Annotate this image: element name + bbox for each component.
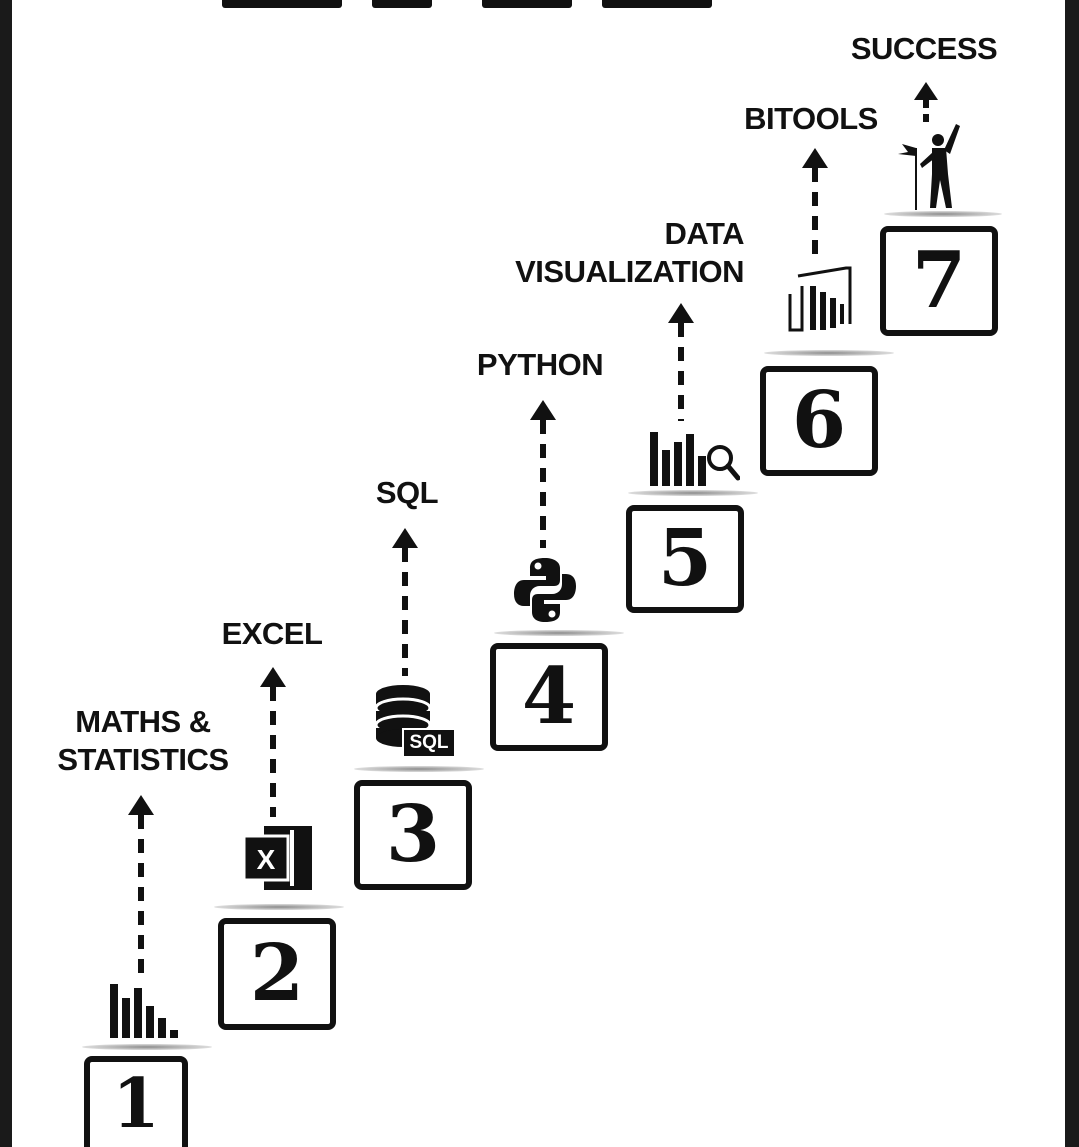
step-7-label: SUCCESS	[844, 30, 1004, 68]
step-7-shadow	[884, 211, 1002, 217]
step-2-box: 2	[218, 918, 336, 1030]
step-4-dashed-line	[540, 420, 546, 548]
step-3-box: 3	[354, 780, 472, 890]
step-4-label: PYTHON	[470, 346, 610, 384]
step-2-label-line-1: EXCEL	[221, 616, 323, 651]
step-4-arrow-icon	[530, 400, 556, 420]
python-icon	[514, 558, 576, 622]
step-4-box: 4	[490, 643, 608, 751]
excel-icon: X	[244, 826, 312, 890]
step-2-label: EXCEL	[212, 615, 332, 653]
database-sql-badge: SQL	[402, 728, 456, 758]
step-6-dashed-line	[812, 168, 818, 260]
step-5-label: DATA VISUALIZATION	[482, 215, 744, 291]
step-3-label-line-1: SQL	[375, 475, 439, 510]
step-4-number: 4	[521, 651, 577, 742]
climber-flag-icon	[898, 124, 960, 210]
step-5-number: 5	[657, 513, 713, 604]
staircase-diagram: MATHS & STATISTICS 1 EXCEL X 2 SQL	[12, 0, 1065, 1147]
step-2-number: 2	[249, 928, 305, 1019]
step-6-number: 6	[791, 375, 847, 466]
step-5-dashed-line	[678, 323, 684, 421]
chart-search-icon	[650, 432, 740, 486]
step-1-dashed-line	[138, 815, 144, 975]
step-6-box: 6	[760, 366, 878, 476]
step-5-shadow	[628, 490, 758, 496]
step-3-arrow-icon	[392, 528, 418, 548]
step-1-label-line-1: MATHS &	[75, 704, 211, 739]
step-6-label: BITOOLS	[738, 100, 884, 138]
step-5-label-line-1: DATA	[664, 216, 745, 251]
cropped-title-fragment	[222, 0, 722, 8]
step-1-arrow-icon	[128, 795, 154, 815]
database-sql-icon: SQL	[374, 684, 456, 758]
step-3-shadow	[354, 766, 484, 772]
step-1-label-line-2: STATISTICS	[57, 741, 229, 777]
svg-text:X: X	[257, 844, 276, 875]
step-5-arrow-icon	[668, 303, 694, 323]
step-1-box: 1	[84, 1056, 188, 1147]
step-2-dashed-line	[270, 687, 276, 817]
step-5-box: 5	[626, 505, 744, 613]
step-4-label-line-1: PYTHON	[476, 347, 604, 382]
step-1-number: 1	[112, 1064, 160, 1144]
step-6-label-line-1: BITOOLS	[744, 101, 878, 136]
step-7-arrow-icon	[914, 82, 938, 100]
step-7-dashed-line	[923, 100, 929, 122]
step-3-number: 3	[385, 789, 441, 880]
step-5-label-line-2: VISUALIZATION	[515, 253, 744, 289]
bar-chart-icon	[110, 984, 178, 1038]
step-4-shadow	[494, 630, 624, 636]
step-3-dashed-line	[402, 548, 408, 676]
step-6-shadow	[764, 350, 894, 356]
step-1-label: MATHS & STATISTICS	[48, 703, 238, 779]
step-6-arrow-icon	[802, 148, 828, 168]
step-2-arrow-icon	[260, 667, 286, 687]
step-7-label-line-1: SUCCESS	[850, 31, 998, 66]
step-1-shadow	[82, 1044, 212, 1050]
power-bi-icon	[788, 266, 852, 332]
step-2-shadow	[214, 904, 344, 910]
step-3-label: SQL	[362, 474, 452, 512]
step-7-box: 7	[880, 226, 998, 336]
step-7-number: 7	[911, 235, 967, 326]
